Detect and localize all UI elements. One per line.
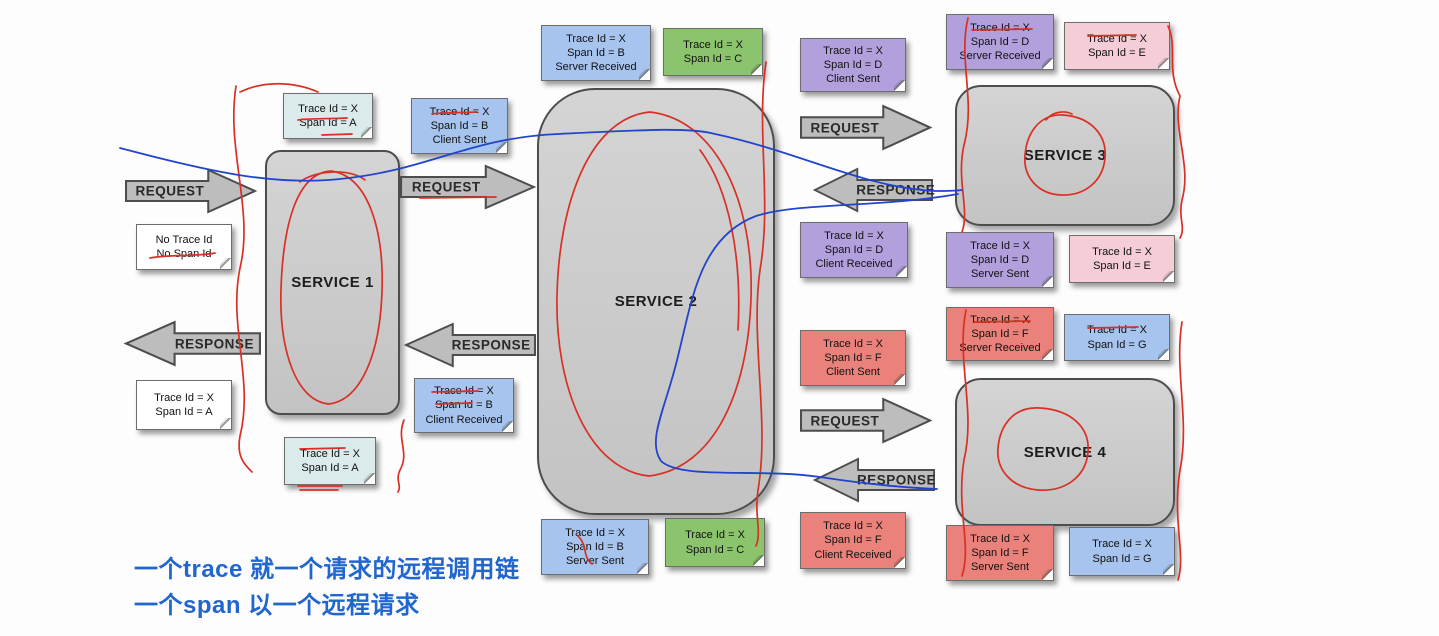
note-span-b-client-received: Trace Id = X Span Id = B Client Received — [414, 378, 514, 433]
red-hook-to-note-a — [239, 82, 319, 93]
note-span-b-server-sent: Trace Id = X Span Id = B Server Sent — [541, 519, 649, 575]
note-span-a-response: Trace Id = X Span Id = A — [136, 380, 232, 430]
note-span-e-bottom: Trace Id = X Span Id = E — [1069, 235, 1175, 283]
arrow-label: REQUEST — [810, 413, 880, 428]
red-squiggle-below-service-1 — [397, 419, 405, 493]
arrow-label: REQUEST — [135, 183, 205, 199]
note-span-g-top: Trace Id = X Span Id = G — [1064, 314, 1170, 361]
note-span-f-server-sent: Trace Id = X Span Id = F Server Sent — [946, 525, 1054, 581]
note-span-b-server-received: Trace Id = X Span Id = B Server Received — [541, 25, 651, 81]
note-span-a-bottom: Trace Id = X Span Id = A — [284, 437, 376, 485]
arrow-label: REQUEST — [411, 179, 481, 195]
note-span-d-server-received: Trace Id = X Span Id = D Server Received — [946, 14, 1054, 70]
arrow-label: RESPONSE — [451, 337, 531, 353]
request-arrow-s2-to-s3: REQUEST — [800, 104, 932, 151]
service-1-box: SERVICE 1 — [265, 150, 400, 415]
note-span-d-client-received: Trace Id = X Span Id = D Client Received — [800, 222, 908, 278]
note-span-d-server-sent: Trace Id = X Span Id = D Server Sent — [946, 232, 1054, 288]
request-arrow-s1-to-s2: REQUEST — [400, 164, 536, 210]
arrow-label: RESPONSE — [856, 472, 936, 488]
response-arrow-s3-to-s2: RESPONSE — [813, 167, 936, 213]
caption-trace-definition: 一个trace 就一个请求的远程调用链 — [134, 556, 520, 583]
note-span-c-top: Trace Id = X Span Id = C — [663, 28, 763, 76]
response-arrow-s1-to-client: RESPONSE — [124, 320, 261, 367]
note-no-trace-no-span: No Trace Id No Span Id — [136, 224, 232, 270]
note-span-c-bottom: Trace Id = X Span Id = C — [665, 518, 765, 567]
note-span-f-server-received: Trace Id = X Span Id = F Server Received — [946, 307, 1054, 361]
response-arrow-s2-to-s1: RESPONSE — [404, 322, 536, 368]
request-arrow-s2-to-s4: REQUEST — [800, 397, 932, 444]
note-span-g-bottom: Trace Id = X Span Id = G — [1069, 527, 1175, 576]
service-4-box: SERVICE 4 — [955, 378, 1175, 526]
note-span-a-top: Trace Id = X Span Id = A — [283, 93, 373, 139]
arrow-shape — [404, 322, 536, 368]
service-2-box: SERVICE 2 — [537, 88, 775, 515]
response-arrow-s4-to-s2: RESPONSE — [813, 457, 935, 503]
note-span-d-client-sent: Trace Id = X Span Id = D Client Sent — [800, 38, 906, 92]
note-span-e-top: Trace Id = X Span Id = E — [1064, 22, 1170, 70]
note-span-b-client-sent: Trace Id = X Span Id = B Client Sent — [411, 98, 508, 154]
red-wavy-left-of-service-1 — [232, 85, 253, 473]
arrow-label: REQUEST — [810, 120, 880, 135]
note-span-f-client-sent: Trace Id = X Span Id = F Client Sent — [800, 330, 906, 386]
arrow-label: RESPONSE — [856, 182, 936, 198]
red-wavy-right-of-service-4 — [1176, 321, 1185, 581]
caption-span-definition: 一个span 以一个远程请求 — [134, 592, 420, 619]
request-arrow-client-to-s1: REQUEST — [125, 168, 257, 214]
arrow-label: RESPONSE — [174, 336, 254, 351]
service-3-box: SERVICE 3 — [955, 85, 1175, 226]
note-span-f-client-received: Trace Id = X Span Id = F Client Received — [800, 512, 906, 569]
